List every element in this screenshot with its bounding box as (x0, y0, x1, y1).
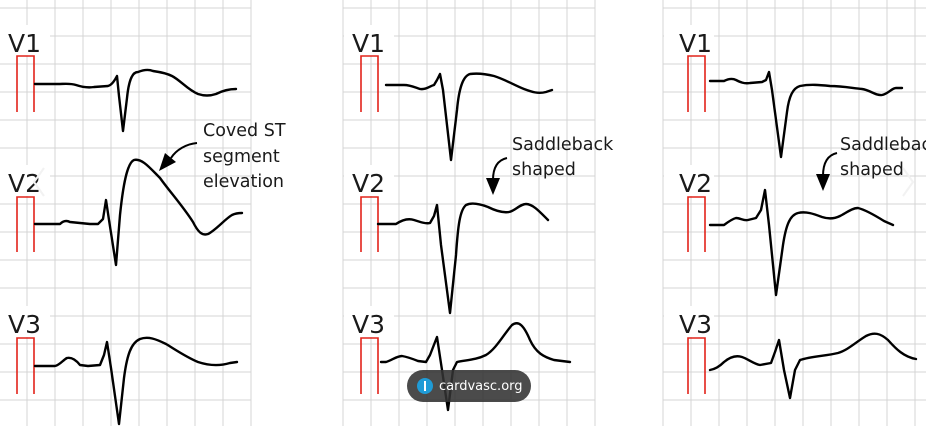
panel-3-v2-calibration-pulse (687, 196, 706, 252)
panel-2-annotation-arrow (492, 157, 508, 181)
panel-1-annotation-arrowhead (159, 153, 176, 171)
panel-2-lead-v2-label: V2 (352, 169, 385, 198)
panel-1-v3-trace (33, 336, 239, 426)
panel-1-v2-calibration-pulse (16, 196, 35, 252)
panel-2-v3-calibration-pulse (360, 337, 379, 394)
panel-1-v3-calibration-pulse (16, 337, 35, 394)
panel-2-lead-v3-label: V3 (352, 310, 385, 339)
panel-3-annotation-text: Saddleback shaped (840, 135, 933, 180)
panel-1-v1-trace (33, 68, 238, 133)
panel-3-lead-v2-label: V2 (679, 169, 712, 198)
panel-1-lead-v3-label: V3 (8, 310, 41, 339)
panel-3-lead-v1-label: V1 (679, 29, 712, 58)
panel-3-annotation-arrowhead (816, 174, 830, 191)
panel-1-lead-v1-label: V1 (8, 29, 41, 58)
carousel-prev-icon[interactable] (32, 167, 45, 197)
panel-3-v3-calibration-pulse (687, 337, 706, 394)
panel-3-annotation-arrow (822, 152, 838, 177)
panel-3-grid (662, 0, 926, 426)
panel-2-v2-trace (376, 202, 550, 315)
panel-2-v3-trace (379, 322, 572, 412)
watermark-text: cardvasc.org (439, 378, 523, 394)
panel-2-v1-calibration-pulse (360, 55, 379, 112)
panel-3-v1-trace (708, 70, 904, 159)
panel-1: V1 V2 V3 Coved ST segment elevation (0, 0, 291, 426)
panel-1-v2-trace (33, 158, 244, 267)
panel-3-v2-trace (708, 188, 895, 297)
panel-3-v3-trace (708, 332, 918, 400)
panel-3: V1 V2 V3 Saddleback shaped (662, 0, 933, 426)
watermark-badge: cardvasc.org (407, 370, 531, 402)
panel-1-annotation-text: Coved ST segment elevation (203, 121, 291, 192)
panel-2-v2-calibration-pulse (360, 196, 379, 252)
panel-3-lead-v3-label: V3 (679, 310, 712, 339)
panel-2-annotation-text: Saddleback shaped (512, 135, 619, 180)
carousel-next-icon[interactable] (902, 167, 915, 197)
panel-2-lead-v1-label: V1 (352, 29, 385, 58)
panel-2-v1-trace (384, 72, 554, 162)
cardvasc-logo-icon (417, 378, 433, 394)
panel-2-annotation-arrowhead (486, 178, 500, 195)
panel-3-v1-calibration-pulse (687, 55, 706, 112)
panel-1-annotation-arrow (170, 142, 198, 159)
panel-2-grid (342, 0, 596, 426)
panel-2: V1 V2 V3 Saddleback shaped (342, 0, 619, 426)
